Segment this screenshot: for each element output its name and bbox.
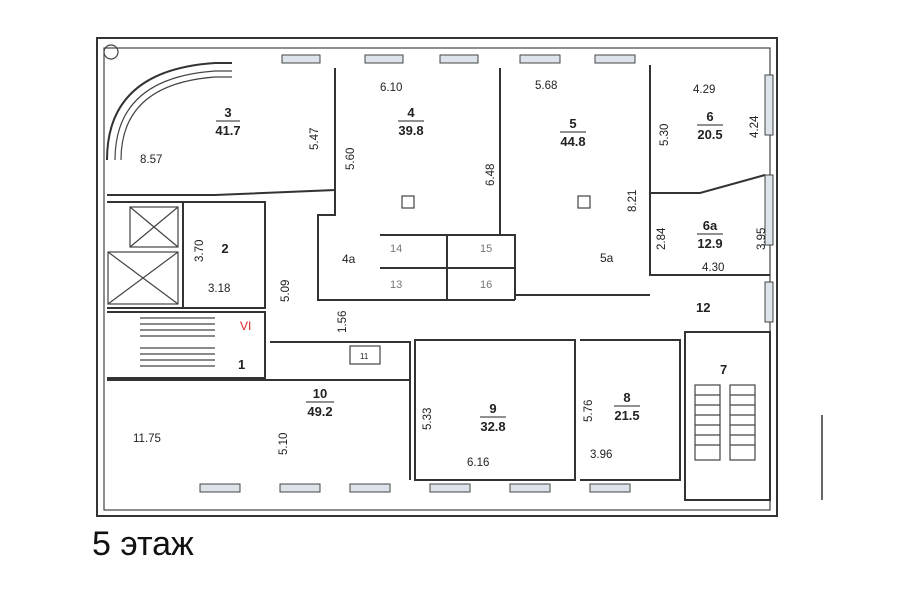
dim: 5.60 bbox=[345, 148, 357, 170]
room-6-number: 6 bbox=[706, 109, 713, 124]
room-5-area: 44.8 bbox=[560, 134, 585, 149]
dim: 3.18 bbox=[208, 283, 230, 295]
room-6a-number: 6a bbox=[703, 218, 718, 233]
curved-wall bbox=[106, 62, 232, 161]
room-4-area: 39.8 bbox=[398, 123, 423, 138]
dim: 6.10 bbox=[380, 82, 402, 94]
dim: 5.10 bbox=[278, 433, 290, 455]
wc-13: 13 bbox=[390, 279, 402, 291]
room-5a-number: 5a bbox=[600, 251, 614, 265]
dim: 2.84 bbox=[656, 227, 668, 250]
room-2-number: 2 bbox=[221, 241, 228, 256]
floor-title: 5 этаж bbox=[92, 525, 194, 563]
inner-wall bbox=[103, 47, 771, 511]
room-3-number: 3 bbox=[224, 105, 231, 120]
wc-14: 14 bbox=[390, 243, 402, 255]
room-10-area: 49.2 bbox=[307, 404, 332, 419]
room-6a-area: 12.9 bbox=[697, 236, 722, 251]
dim: 3.96 bbox=[590, 449, 612, 461]
dim: 8.57 bbox=[140, 154, 162, 166]
room-4-number: 4 bbox=[407, 105, 415, 120]
dim: 11.75 bbox=[133, 433, 161, 445]
outer-wall bbox=[96, 37, 778, 517]
dim: 6.16 bbox=[467, 457, 489, 469]
dim: 4.30 bbox=[702, 262, 724, 274]
windows-top bbox=[199, 54, 774, 493]
room-11-number: 11 bbox=[360, 352, 369, 361]
background bbox=[0, 0, 80, 604]
dim: 5.09 bbox=[280, 280, 292, 302]
dim: 4.29 bbox=[693, 84, 715, 96]
room-6-area: 20.5 bbox=[697, 127, 722, 142]
dim: 4.24 bbox=[749, 115, 761, 138]
room-9-area: 32.8 bbox=[480, 419, 505, 434]
room-8-area: 21.5 bbox=[614, 408, 639, 423]
staircase-1 bbox=[140, 317, 215, 367]
room-5-number: 5 bbox=[569, 116, 576, 131]
dim: 1.56 bbox=[337, 311, 349, 333]
dim: 8.21 bbox=[627, 190, 639, 212]
dim: 5.68 bbox=[535, 80, 557, 92]
column-square-icon bbox=[577, 195, 591, 209]
dim: 5.33 bbox=[422, 408, 434, 430]
room-9-number: 9 bbox=[489, 401, 496, 416]
room-4a-number: 4a bbox=[342, 252, 356, 266]
room-1-number: 1 bbox=[238, 357, 245, 372]
dim: 5.47 bbox=[309, 128, 321, 150]
dim: 5.30 bbox=[659, 124, 671, 146]
interior-walls bbox=[107, 65, 771, 501]
dim: 3.95 bbox=[756, 228, 768, 250]
elevator-shafts bbox=[107, 206, 179, 305]
room-7-number: 7 bbox=[720, 362, 727, 377]
dim: 5.76 bbox=[583, 400, 595, 422]
column-circle-icon bbox=[103, 44, 119, 60]
staircase-7 bbox=[694, 384, 756, 461]
dim: 6.48 bbox=[485, 164, 497, 186]
room-1-mark: VI bbox=[240, 319, 251, 333]
room-8-number: 8 bbox=[623, 390, 630, 405]
room-11-box bbox=[349, 345, 381, 365]
wc-16: 16 bbox=[480, 279, 492, 291]
room-12-number: 12 bbox=[696, 300, 710, 315]
room-3-area: 41.7 bbox=[215, 123, 240, 138]
column-square-icon bbox=[401, 195, 415, 209]
wc-15: 15 bbox=[480, 243, 492, 255]
room-10-number: 10 bbox=[313, 386, 327, 401]
dim: 3.70 bbox=[194, 240, 206, 262]
